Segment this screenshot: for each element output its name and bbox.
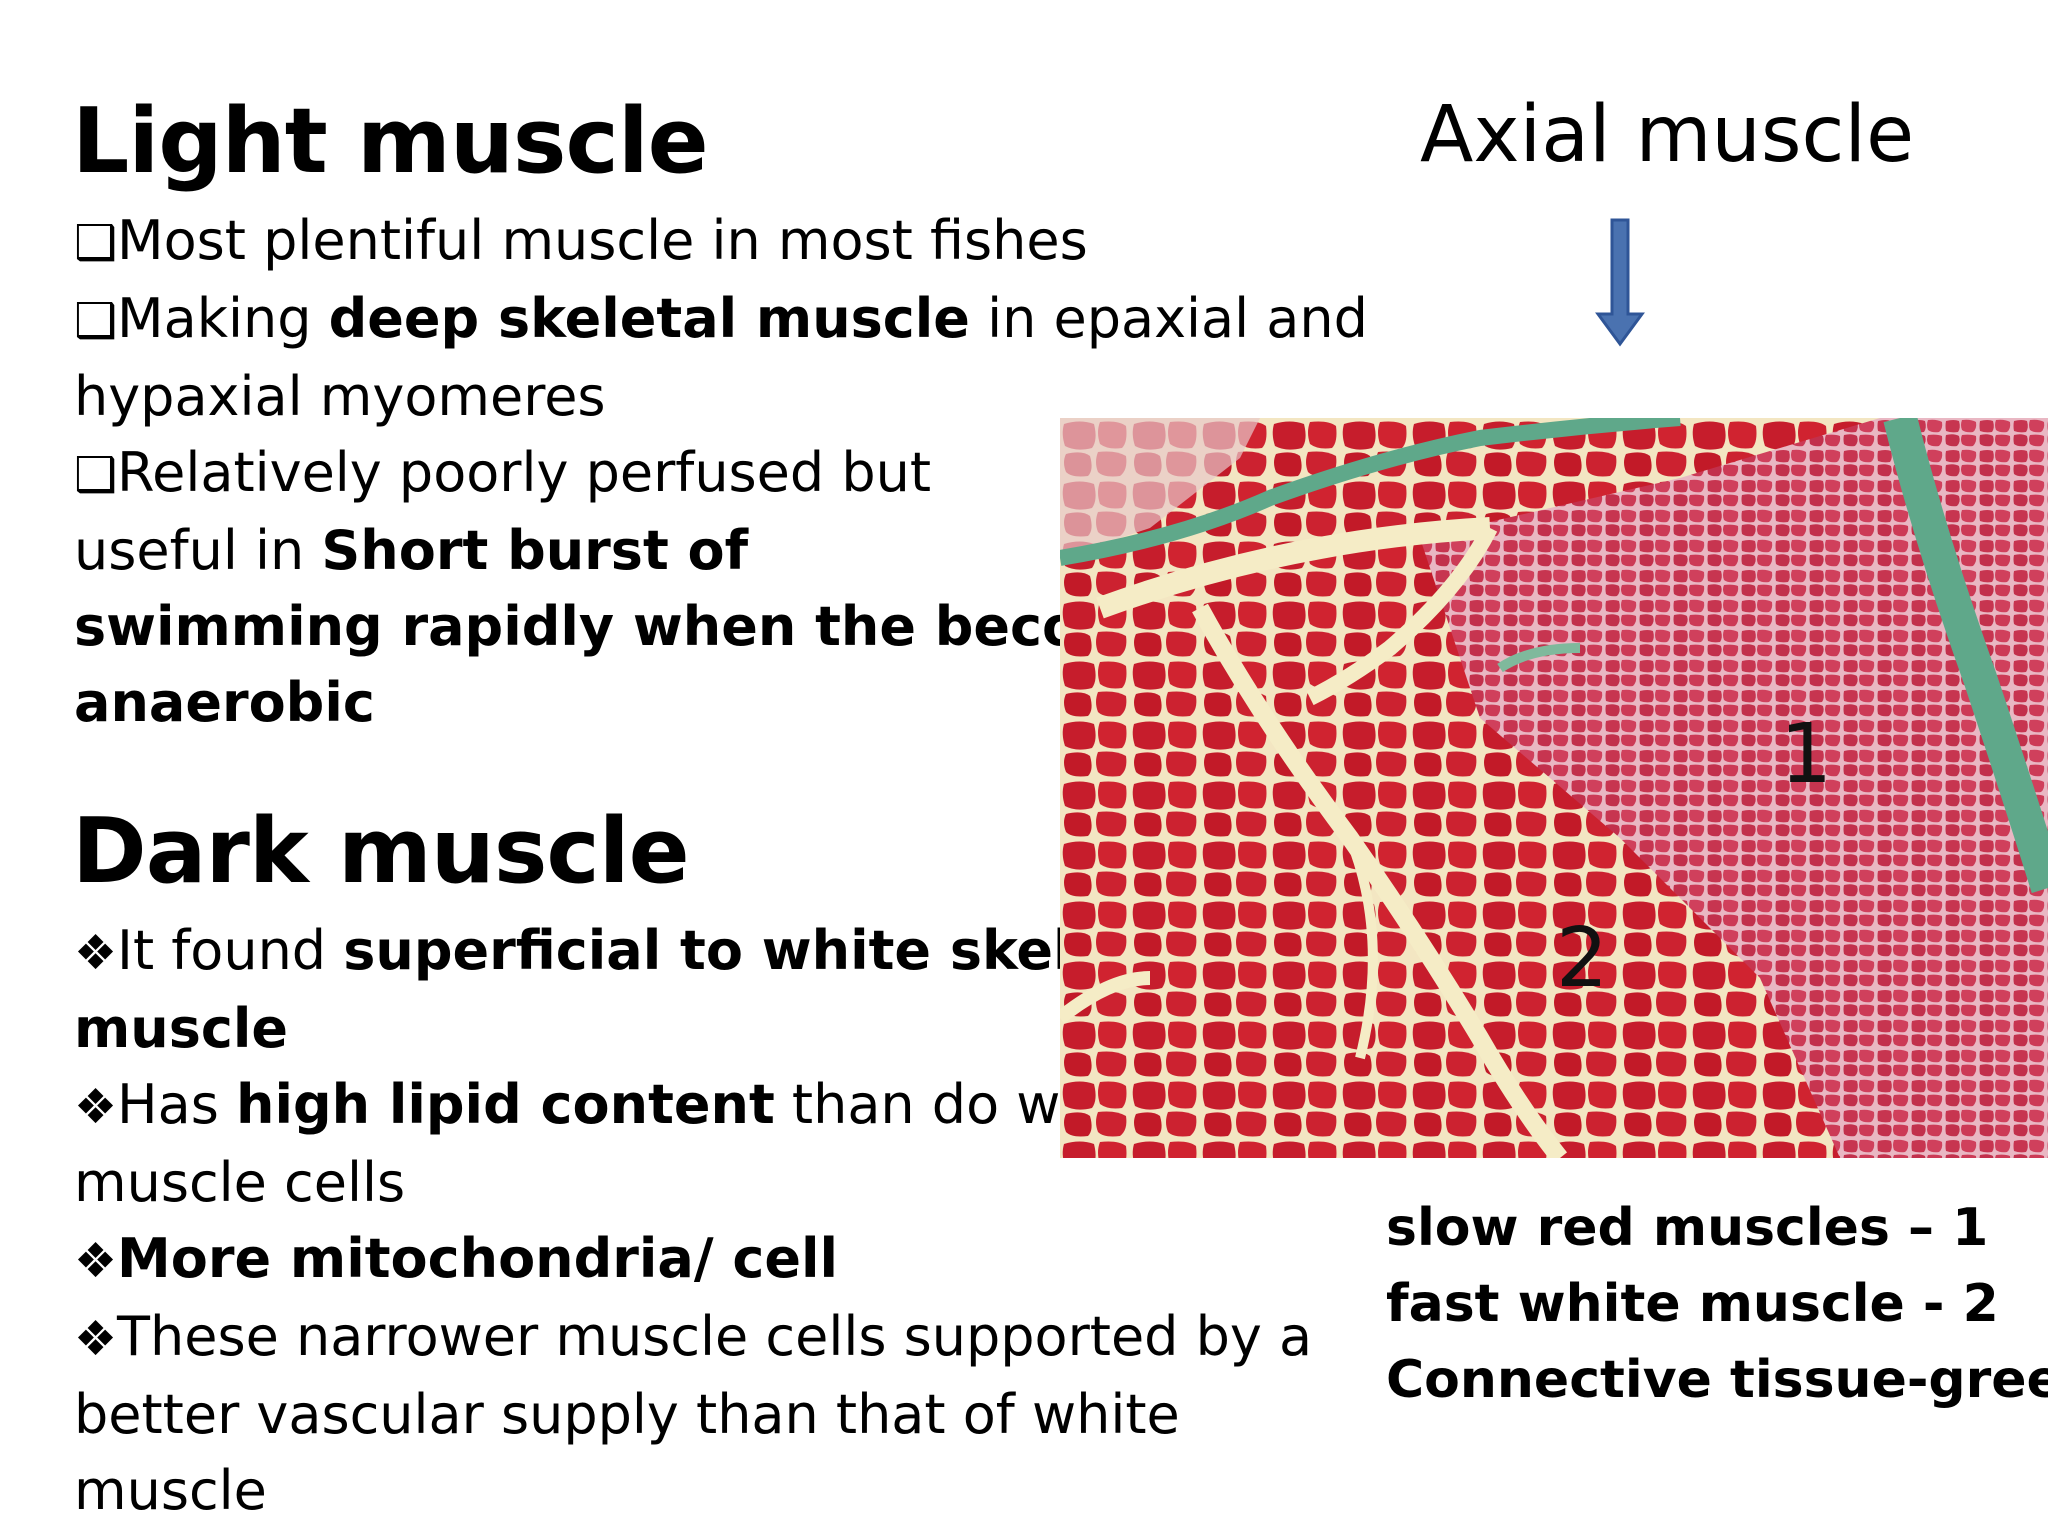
four-diamond-icon: ❖ bbox=[74, 1311, 118, 1367]
dark-bullet-2: ❖Has high lipid content than do white bbox=[74, 1073, 1165, 1136]
dark-bullet-4: ❖These narrower muscle cells supported b… bbox=[74, 1305, 1313, 1368]
four-diamond-icon: ❖ bbox=[74, 1233, 118, 1289]
micrograph-image bbox=[1055, 410, 2048, 1164]
light-bullet-3-continued: useful in Short burst of bbox=[74, 519, 749, 582]
dark-bullet-1-continued: muscle bbox=[74, 997, 288, 1060]
legend-slow-red: slow red muscles – 1 bbox=[1386, 1198, 1989, 1258]
four-diamond-icon: ❖ bbox=[74, 925, 118, 981]
checkbox-square-icon: ❑ bbox=[74, 215, 118, 271]
four-diamond-icon: ❖ bbox=[74, 1079, 118, 1135]
down-arrow-icon bbox=[1595, 218, 1645, 347]
legend-connective-tissue: Connective tissue-green bbox=[1386, 1350, 2048, 1410]
legend-fast-white: fast white muscle - 2 bbox=[1386, 1274, 1999, 1334]
micrograph-legend: slow red muscles – 1 fast white muscle -… bbox=[1386, 1190, 2048, 1418]
dark-muscle-bullets: ❖It found superficial to white skeletal … bbox=[74, 913, 1312, 1529]
muscle-micrograph: 1 2 bbox=[1055, 410, 2048, 1164]
light-bullet-2: ❑Making deep skeletal muscle in epaxial … bbox=[74, 287, 1368, 350]
light-bullet-2-continued: hypaxial myomeres bbox=[74, 365, 606, 428]
light-muscle-bullets: ❑Most plentiful muscle in most fishes ❑M… bbox=[74, 203, 1368, 741]
checkbox-square-icon: ❑ bbox=[74, 447, 118, 503]
light-bullet-3: ❑Relatively poorly perfused but bbox=[74, 441, 932, 504]
micrograph-label-1: 1 bbox=[1780, 707, 1833, 802]
dark-muscle-title: Dark muscle bbox=[72, 799, 690, 904]
dark-bullet-2-continued: muscle cells bbox=[74, 1151, 406, 1214]
dark-bullet-3: ❖More mitochondria/ cell bbox=[74, 1227, 839, 1290]
dark-bullet-4-continued: better vascular supply than that of whit… bbox=[74, 1383, 1180, 1446]
light-bullet-3-line3: swimming rapidly when the become bbox=[74, 595, 1173, 658]
axial-muscle-title: Axial muscle bbox=[1420, 90, 1915, 180]
dark-bullet-1: ❖It found superficial to white skeletal bbox=[74, 919, 1189, 982]
light-muscle-title: Light muscle bbox=[72, 89, 709, 194]
light-bullet-1: ❑Most plentiful muscle in most fishes bbox=[74, 209, 1088, 272]
micrograph-label-2: 2 bbox=[1556, 911, 1609, 1006]
light-bullet-3-line4: anaerobic bbox=[74, 671, 375, 734]
dark-bullet-4-line3: muscle bbox=[74, 1459, 267, 1522]
checkbox-square-icon: ❑ bbox=[74, 293, 118, 349]
